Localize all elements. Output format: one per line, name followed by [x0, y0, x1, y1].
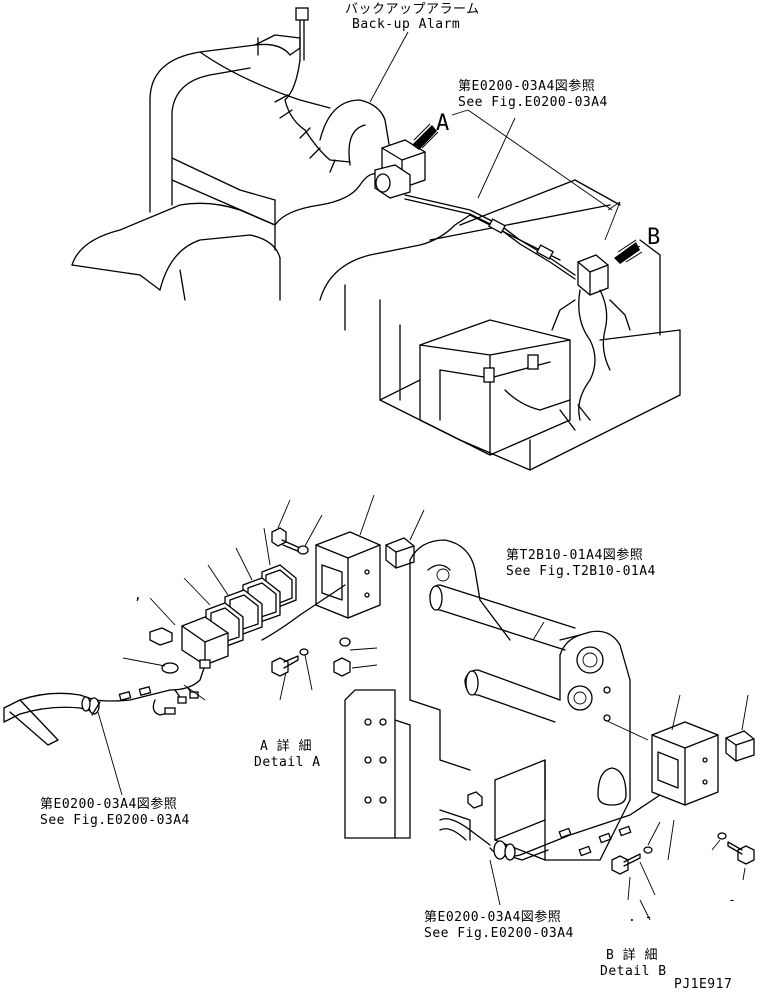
detail-b-label-en: Detail B	[600, 964, 667, 979]
callout-a-label: A	[436, 111, 450, 136]
left-cable-tube	[3, 692, 123, 796]
ref-top-label-jp: 第E0200-03A4図参照	[458, 79, 596, 94]
ref-left-label-en: See Fig.E0200-03A4	[40, 813, 190, 828]
dash-mark: -	[728, 893, 737, 908]
backup-alarm-label-jp: バックアップアラーム	[345, 2, 480, 17]
ref-bottom-label-jp: 第E0200-03A4図参照	[424, 910, 562, 925]
detail-a-label-jp: A 詳 細	[260, 739, 312, 754]
drawing-code: PJ1E917	[674, 977, 733, 992]
callout-b-label: B	[647, 225, 661, 250]
ref-bottom-label-en: See Fig.E0200-03A4	[424, 926, 574, 941]
detail-b-frame-view	[344, 539, 755, 921]
dot-mark-left: ,	[134, 588, 143, 603]
ref-top-label-en: See Fig.E0200-03A4	[458, 95, 608, 110]
ref-mid-label-en: See Fig.T2B10-01A4	[506, 564, 656, 579]
ref-left-label-jp: 第E0200-03A4図参照	[40, 797, 178, 812]
backup-alarm-label-en: Back-up Alarm	[352, 17, 461, 32]
dot-mark-bottom: . -	[628, 910, 653, 925]
detail-a-exploded-view	[94, 494, 425, 716]
ref-mid-label-jp: 第T2B10-01A4図参照	[506, 548, 644, 563]
detail-b-label-jp: B 詳 細	[606, 948, 658, 963]
detail-a-label-en: Detail A	[254, 755, 321, 770]
top-assembly-view	[71, 7, 681, 471]
